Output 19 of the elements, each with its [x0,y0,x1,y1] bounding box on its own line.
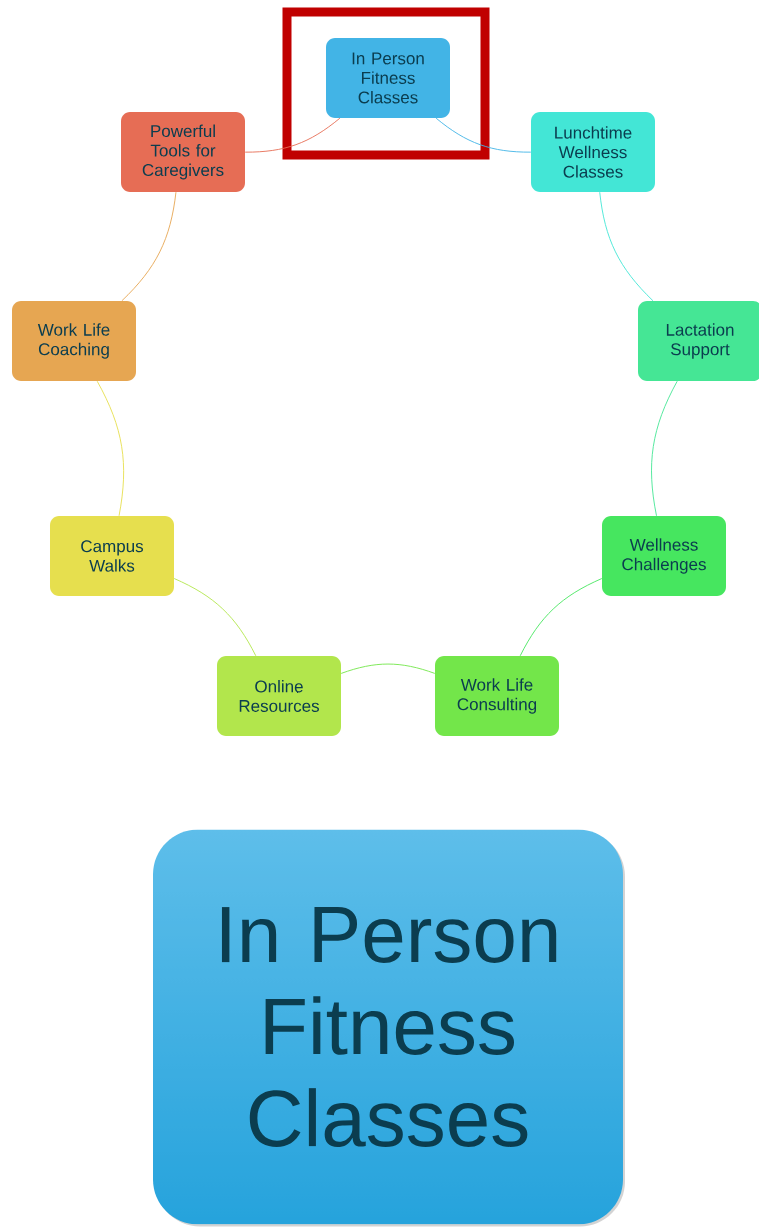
connector-arc [96,380,125,517]
service-box: Lactation Support [638,301,759,381]
connector-arc [519,578,603,657]
service-box: In Person Fitness Classes [326,38,450,118]
connector-arc [244,117,341,153]
connector-arc [173,578,257,657]
service-box: Powerful Tools for Caregivers [121,112,245,192]
service-box: Work Life Consulting [435,656,559,736]
connector-arc [340,663,436,674]
connector-arc [435,117,532,153]
connector-arc [121,191,177,302]
connector-arc [651,380,678,517]
service-box: Work Life Coaching [12,301,136,381]
service-box: Wellness Challenges [602,516,726,596]
service-box: Online Resources [217,656,341,736]
service-box: Campus Walks [50,516,174,596]
service-box: Lunchtime Wellness Classes [531,112,655,192]
connector-arc [599,191,654,302]
title-box: In Person Fitness Classes [153,829,625,1227]
